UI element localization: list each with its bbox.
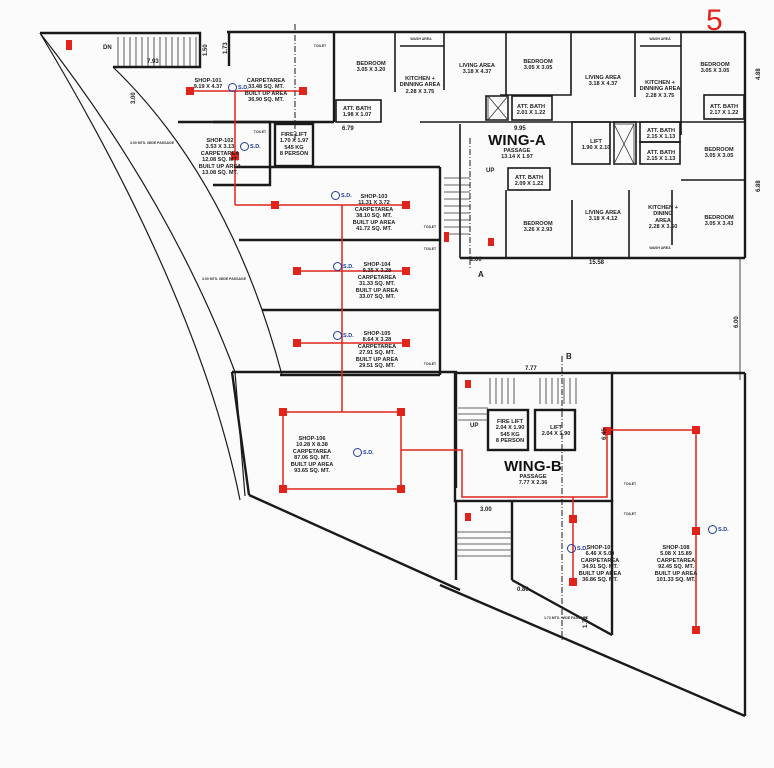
walls <box>40 30 747 718</box>
dim-3-00: 3.00 <box>131 92 137 104</box>
toilet-label: TOILET <box>423 362 437 366</box>
toilet-label: TOILET <box>423 247 437 251</box>
toilet-label: TOILET <box>623 512 637 516</box>
toilet-label: TOILET <box>313 44 327 48</box>
wing-a-title: WING-A <box>488 132 546 149</box>
dim-1-73: 1.73 <box>223 42 229 54</box>
dim-0-80: 0.80 <box>517 587 529 593</box>
stair-treads <box>117 37 577 557</box>
passage-label: 3.00 MTS. WIDE PASSAGE <box>201 277 247 281</box>
stair-down: DN <box>103 45 112 51</box>
dim-15-58: 15.58 <box>589 260 605 266</box>
smoke-detector-icon: S.D. <box>333 262 354 271</box>
stair-up-b: UP <box>470 423 479 429</box>
wash-area-label: WASH AREA <box>649 246 671 250</box>
smoke-detector-icon: S.D. <box>353 448 374 457</box>
passage-label: 3.00 MTS. WIDE PASSAGE <box>129 141 175 145</box>
section-marker-b: B <box>566 352 572 361</box>
dim-9-95: 9.95 <box>514 126 526 132</box>
section-lines <box>294 24 563 640</box>
wash-area-label: WASH AREA <box>410 37 432 41</box>
passage-label: 1.73 MTS. WIDE PASSAGE <box>543 616 589 620</box>
curved-passage <box>39 32 283 501</box>
wing-a-walls <box>333 32 745 258</box>
dim-6-79: 6.79 <box>342 126 354 132</box>
page-number: 5 <box>706 4 723 37</box>
smoke-detector-icon: S.D. <box>228 83 249 92</box>
dim-7-77: 7.77 <box>525 366 537 372</box>
wing-a-passage: PASSAGE 13.14 X 1.97 <box>501 148 533 161</box>
wing-b-title: WING-B <box>504 458 562 475</box>
dim-6-00: 6.00 <box>734 316 740 328</box>
smoke-detector-icon: S.D. <box>708 525 729 534</box>
toilet-label: TOILET <box>253 130 267 134</box>
stair-up-a: UP <box>486 168 495 174</box>
dim-1-50: 1.50 <box>203 44 209 56</box>
dim-7-93: 7.93 <box>147 59 159 65</box>
smoke-detector-icon: S.D. <box>240 142 261 151</box>
toilet-label: TOILET <box>623 482 637 486</box>
section-marker-a: A <box>478 270 484 279</box>
smoke-detector-icon: S.D. <box>331 191 352 200</box>
dim-3-00-b: 3.00 <box>480 507 492 513</box>
dim-4-88: 4.88 <box>756 68 762 80</box>
wash-area-label: WASH AREA <box>649 37 671 41</box>
smoke-detector-icon: S.D. <box>567 544 588 553</box>
smoke-detector-icon: S.D. <box>333 331 354 340</box>
electrical-points <box>66 40 700 634</box>
dim-1-00: 1.00 <box>470 257 482 263</box>
lift-shafts <box>487 95 635 165</box>
dim-6-88: 6.88 <box>756 180 762 192</box>
wing-b-passage: PASSAGE 7.77 X 2.36 <box>518 474 548 487</box>
toilet-label: TOILET <box>423 225 437 229</box>
dim-6-45: 6.45 <box>602 428 608 440</box>
